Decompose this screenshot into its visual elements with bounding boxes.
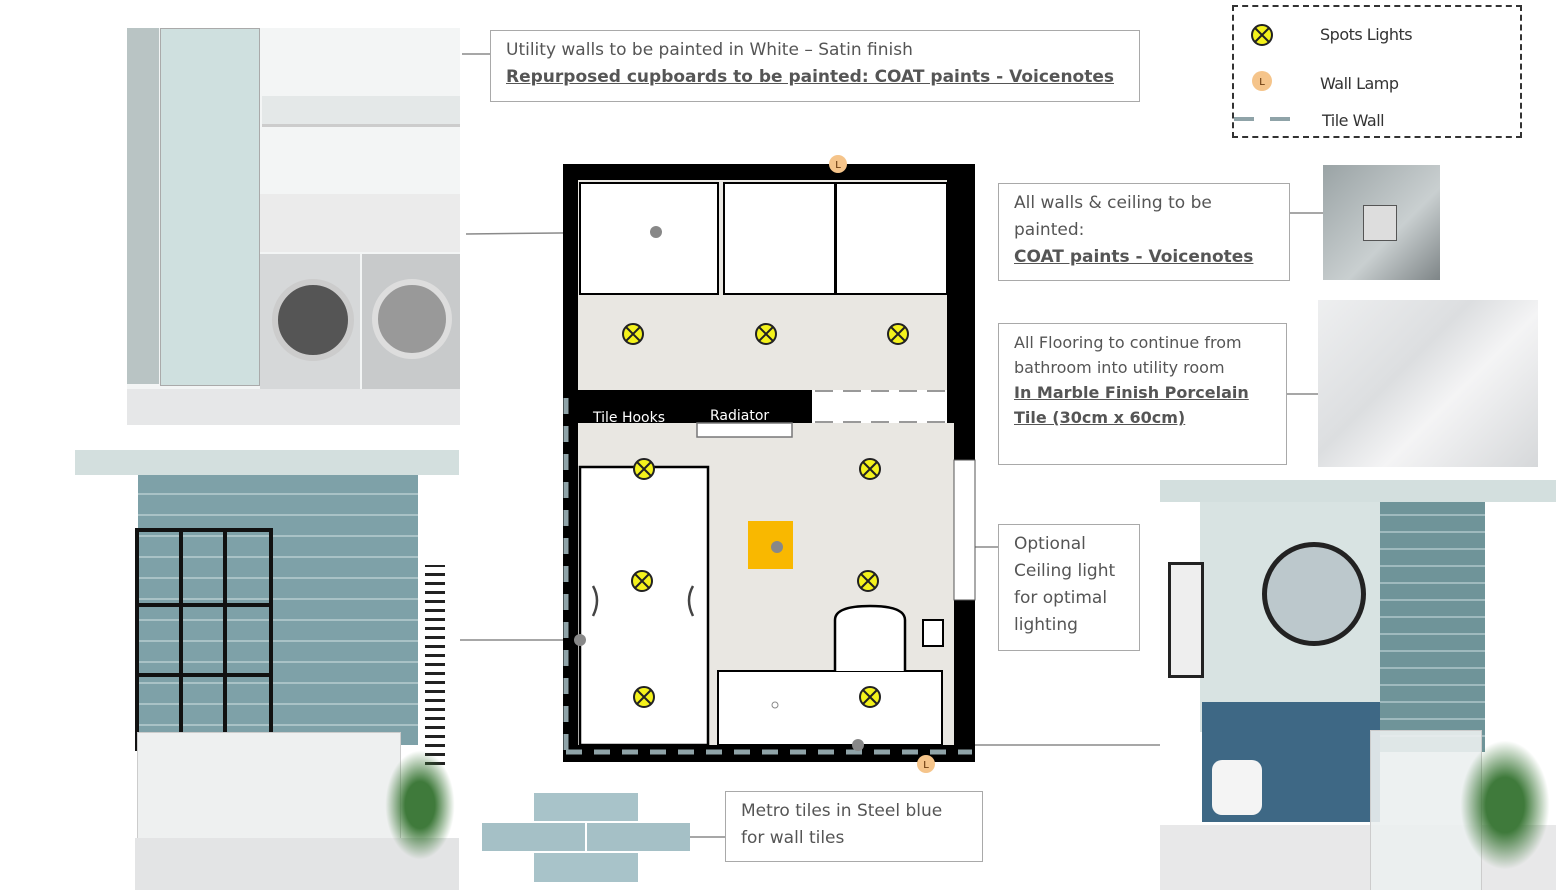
shelf (262, 96, 460, 127)
plant (385, 750, 455, 860)
tile-wall-dashes (563, 398, 972, 760)
spot-light-icon (633, 458, 655, 480)
legend-spots-label: Spots Lights (1320, 25, 1413, 44)
tall-cupboard (160, 28, 260, 386)
bathroom-vanity-photo (1160, 480, 1556, 890)
bath-wall-photo (75, 450, 459, 890)
round-mirror (1262, 542, 1366, 646)
spot-light-icon (887, 323, 909, 345)
connector-dots (574, 226, 864, 751)
utility-note-line1: Utility walls to be painted in White – S… (506, 40, 913, 60)
tile-wall-icon (1234, 117, 1304, 121)
worktop (260, 194, 460, 252)
spot-light-icon (859, 458, 881, 480)
legend-wall-lamp-label: Wall Lamp (1320, 74, 1399, 93)
metro-tiles-note: Metro tiles in Steel blue for wall tiles (725, 791, 983, 862)
spot-light-icon (633, 686, 655, 708)
legend: Spots Lights L Wall Lamp Tile Wall (1232, 5, 1522, 138)
towel-radiator (425, 565, 445, 765)
wall-lamp: L (829, 155, 847, 173)
walls-note: All walls & ceiling to be painted: COAT … (998, 183, 1290, 281)
utility-note-link[interactable]: Repurposed cupboards to be painted: COAT… (506, 67, 1114, 87)
walls-note-line1: All walls & ceiling to be painted: (1014, 193, 1212, 240)
wall-lamp-icon: L (1252, 71, 1272, 91)
washing-machine (260, 254, 360, 389)
metro-tile-wall (1380, 502, 1485, 752)
spot-light-icon (622, 323, 644, 345)
spot-light-icon (631, 570, 653, 592)
spot-light-icon (859, 686, 881, 708)
svg-text:L: L (923, 760, 929, 771)
marble-floor (127, 389, 460, 425)
plant (1460, 740, 1550, 870)
ceiling-light-note: Optional Ceiling light for optimal light… (998, 524, 1140, 651)
toilet-symbol (833, 604, 907, 671)
marble-tile-sample (1318, 300, 1538, 467)
utility-room-photo (127, 28, 460, 425)
metro-tiles-note-text: Metro tiles in Steel blue for wall tiles (741, 801, 943, 848)
artwork-frame (1168, 562, 1204, 678)
radiator-symbol (696, 422, 793, 438)
towel-rail-symbol (922, 619, 944, 647)
shower-screen (135, 528, 273, 751)
svg-text:L: L (835, 160, 841, 171)
spot-light-icon (1251, 24, 1273, 46)
spot-light-icon (857, 570, 879, 592)
flooring-note-link[interactable]: In Marble Finish Porcelain Tile (30cm x … (1014, 383, 1249, 427)
legend-tile-wall-label: Tile Wall (1322, 111, 1385, 130)
svg-text:L: L (1259, 77, 1265, 88)
cupboard-3 (835, 182, 948, 295)
ceiling-light (748, 521, 793, 569)
door-opening (812, 390, 947, 423)
flooring-note: All Flooring to continue from bathroom i… (998, 323, 1287, 465)
fridge (127, 28, 159, 384)
spot-light-icon (755, 323, 777, 345)
bathtub (137, 732, 401, 839)
radiator-label: Radiator (710, 408, 769, 424)
dryer (362, 254, 460, 389)
window (953, 459, 976, 601)
cupboard-1 (579, 182, 719, 295)
utility-note: Utility walls to be painted in White – S… (490, 30, 1140, 102)
walls-note-link[interactable]: COAT paints - Voicenotes (1014, 247, 1254, 267)
metro-tile-sample (482, 793, 690, 882)
vanity-symbol (717, 670, 943, 746)
radiator-photo (1323, 165, 1440, 280)
wall-lamp: L (917, 755, 935, 773)
toilet (1212, 760, 1262, 815)
cupboard-2 (723, 182, 836, 295)
tile-hooks-label: Tile Hooks (592, 410, 665, 426)
flooring-note-line1: All Flooring to continue from bathroom i… (1014, 333, 1242, 377)
ceiling-light-note-text: Optional Ceiling light for optimal light… (1014, 534, 1116, 635)
